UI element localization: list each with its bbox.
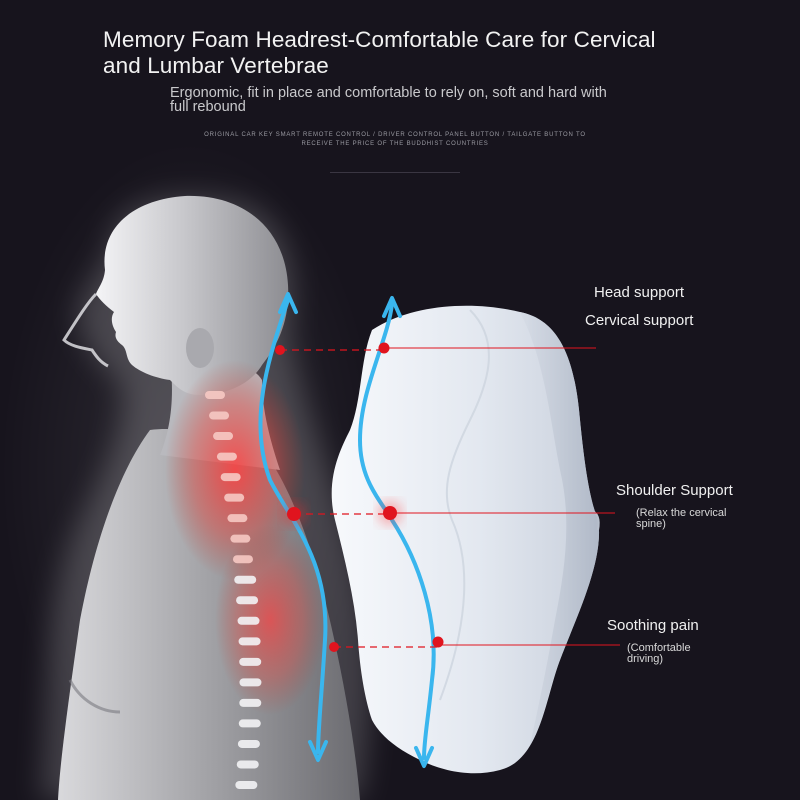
vertebra bbox=[239, 657, 262, 666]
vertebra bbox=[216, 452, 237, 461]
note-soothing-pain: (Comfortable driving) bbox=[627, 642, 691, 665]
vertebra bbox=[236, 596, 259, 605]
label-soothing-pain: Soothing pain bbox=[607, 617, 699, 634]
note-shoulder-support: (Relax the cervical spine) bbox=[636, 507, 727, 530]
marker-shoulder-pillow-icon bbox=[383, 506, 397, 520]
marker-shoulder-body-icon bbox=[287, 507, 301, 521]
body-spine-arrow-icon bbox=[258, 292, 328, 762]
divider bbox=[330, 172, 460, 173]
vertebra bbox=[230, 534, 251, 543]
marker-dots bbox=[275, 342, 444, 652]
vertebra bbox=[239, 698, 262, 707]
vertebra bbox=[209, 411, 230, 420]
vertebra bbox=[237, 616, 260, 625]
label-shoulder-support: Shoulder Support bbox=[616, 482, 733, 499]
marker-head-pillow-icon bbox=[378, 342, 390, 354]
label-head-support: Head support bbox=[594, 284, 685, 301]
tagline: ORIGINAL CAR KEY SMART REMOTE CONTROL / … bbox=[204, 132, 586, 147]
vertebra bbox=[220, 473, 241, 482]
marker-soothing-body-icon bbox=[329, 642, 339, 652]
vertebra bbox=[235, 781, 258, 789]
vertebra bbox=[238, 719, 261, 728]
spine-glow bbox=[165, 360, 325, 715]
vertebra bbox=[205, 391, 225, 399]
vertebra bbox=[237, 739, 260, 748]
callout-lines bbox=[280, 347, 620, 648]
marker-soothing-pillow-icon bbox=[432, 636, 444, 648]
pillow bbox=[331, 305, 600, 774]
vertebra bbox=[234, 575, 257, 584]
vertebra bbox=[224, 493, 245, 502]
page-subtitle: Ergonomic, fit in place and comfortable … bbox=[170, 85, 607, 115]
label-cervical-support: Cervical support bbox=[585, 312, 694, 329]
marker-head-body-icon bbox=[275, 345, 285, 355]
vertebra bbox=[213, 432, 234, 441]
page-title: Memory Foam Headrest-Comfortable Care fo… bbox=[103, 27, 656, 78]
spine-vertebrae bbox=[205, 391, 262, 789]
vertebra bbox=[239, 678, 262, 687]
vertebra bbox=[227, 514, 248, 523]
vertebra bbox=[238, 637, 261, 646]
vertebra bbox=[236, 760, 259, 769]
vertebra bbox=[232, 555, 253, 564]
